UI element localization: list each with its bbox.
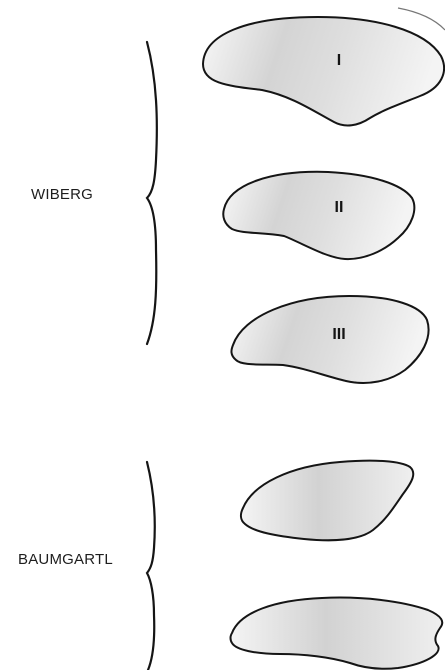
type-label-2: II [324, 199, 354, 217]
type-label-1: I [324, 52, 354, 70]
baumgartl-bracket [147, 462, 155, 670]
wiberg-bracket [147, 42, 157, 344]
patella-shape-baumgartl-1 [241, 461, 413, 541]
patella-shape-wiberg-type-1 [203, 17, 444, 125]
baumgartl-label: BAUMGARTL [18, 551, 113, 568]
patella-shape-wiberg-type-2 [223, 172, 414, 259]
type-label-3: III [324, 326, 354, 344]
corner-arc-mark [398, 8, 445, 30]
patella-shape-baumgartl-2 [231, 598, 443, 669]
wiberg-label: WIBERG [31, 186, 93, 203]
